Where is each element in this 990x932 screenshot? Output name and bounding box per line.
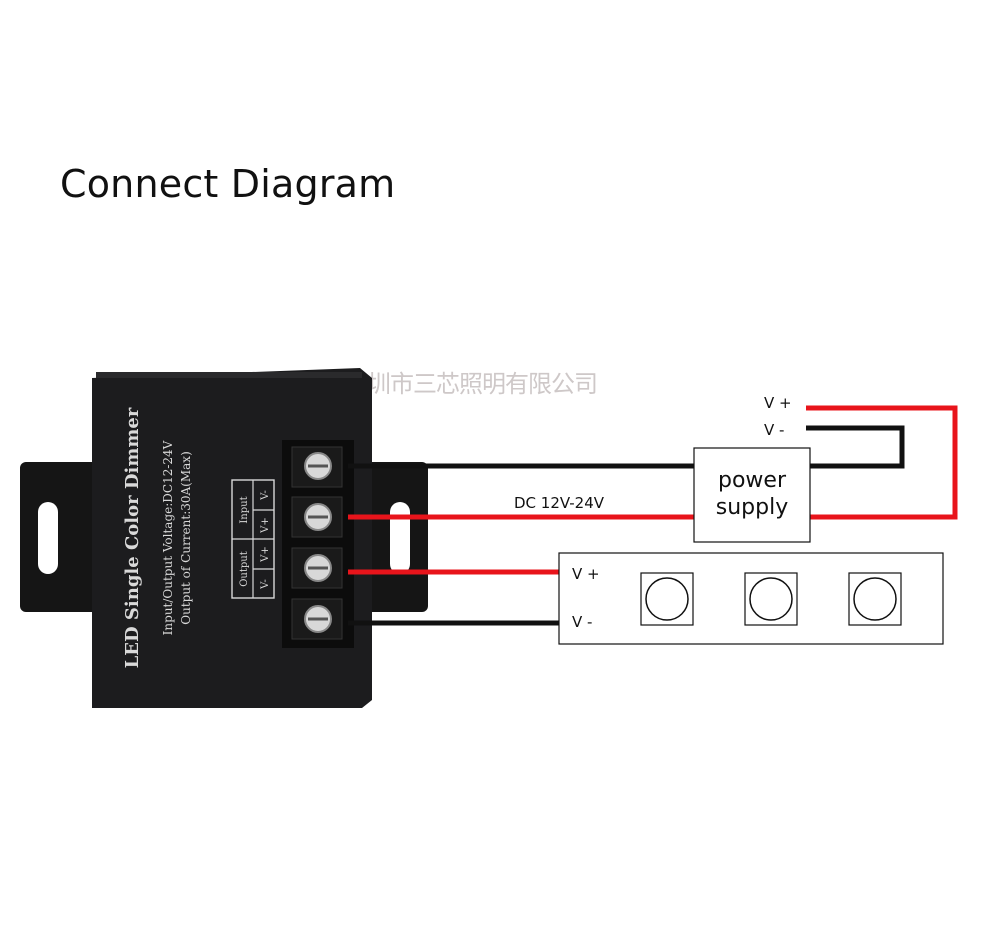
input-voltage-label: DC 12V-24V bbox=[514, 494, 605, 512]
power-supply: power supply bbox=[693, 447, 811, 543]
device-top-edge bbox=[96, 372, 362, 378]
strip-vplus-label: V + bbox=[572, 565, 600, 583]
terminal-legend: Output Input V- V+ V+ V- bbox=[231, 479, 275, 599]
power-supply-box bbox=[693, 447, 811, 543]
wire-mains-vminus bbox=[806, 425, 905, 469]
terminal-screw-3 bbox=[291, 547, 343, 589]
device-current-label: Output of Current:30A(Max) bbox=[179, 451, 193, 625]
mains-vplus-label: V + bbox=[764, 394, 792, 412]
device-voltage-label: Input/Output Voltage:DC12-24V bbox=[161, 440, 175, 635]
legend-in-vminus: V- bbox=[260, 490, 271, 501]
wires bbox=[348, 405, 958, 626]
mount-slot-left bbox=[38, 502, 58, 574]
terminal-screw-4 bbox=[291, 598, 343, 640]
mount-slot-right bbox=[390, 502, 410, 574]
led-chip bbox=[640, 572, 694, 626]
legend-output-header: Output bbox=[239, 551, 250, 587]
power-supply-line1: power bbox=[718, 468, 787, 493]
device-name-label: LED Single Color Dimmer bbox=[122, 407, 143, 668]
power-supply-line2: supply bbox=[716, 495, 788, 520]
page-title: Connect Diagram bbox=[60, 162, 396, 206]
legend-input-header: Input bbox=[239, 496, 250, 523]
company-watermark: 深圳市三芯照明有限公司 bbox=[344, 370, 598, 398]
led-chip bbox=[848, 572, 902, 626]
led-strip: V + V - bbox=[558, 552, 944, 645]
legend-in-vplus: V+ bbox=[260, 517, 271, 534]
led-chip bbox=[744, 572, 798, 626]
wire-mains-vplus bbox=[806, 405, 958, 520]
strip-vminus-label: V - bbox=[572, 613, 592, 631]
terminal-screw-1 bbox=[291, 446, 343, 488]
terminal-screw-2 bbox=[291, 496, 343, 538]
dimmer-device: LED Single Color Dimmer Input/Output Vol… bbox=[20, 368, 428, 708]
legend-out-vplus: V+ bbox=[260, 546, 271, 563]
mains-vminus-label: V - bbox=[764, 421, 784, 439]
legend-out-vminus: V- bbox=[260, 579, 271, 590]
